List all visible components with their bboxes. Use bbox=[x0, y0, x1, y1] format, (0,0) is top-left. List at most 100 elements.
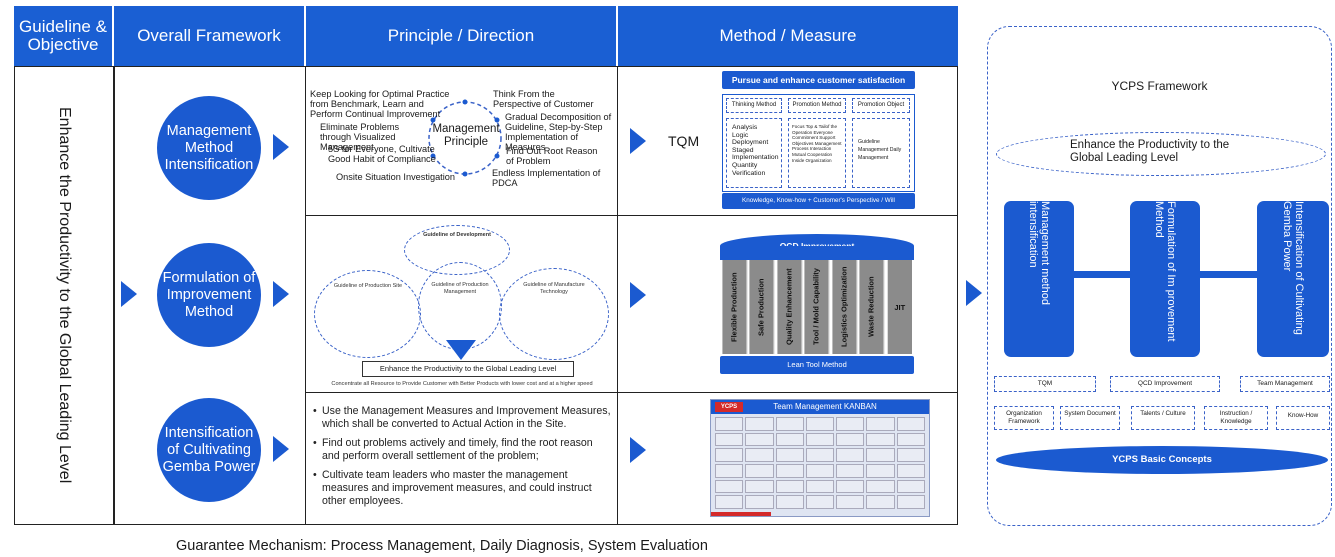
tqm-header-thinking: Thinking Method bbox=[726, 98, 782, 113]
kanban-cell bbox=[775, 464, 804, 478]
kanban-cell bbox=[805, 495, 835, 509]
resource-footer: Concentrate all Resource to Provide Cust… bbox=[331, 381, 593, 387]
principle-customer: Think From the Perspective of Customer bbox=[493, 89, 594, 109]
kanban-cell bbox=[715, 495, 744, 509]
principle-onsite: Onsite Situation Investigation bbox=[336, 172, 455, 182]
ycps-basic-item: System Document bbox=[1060, 406, 1120, 430]
kanban-cell bbox=[775, 432, 804, 447]
qcd-columns: Flexible Production Safe Production Qual… bbox=[722, 260, 912, 354]
kanban-cell bbox=[775, 448, 804, 462]
qcd-base: Lean Tool Method bbox=[720, 356, 914, 374]
bullet-text: Cultivate team leaders who master the ma… bbox=[322, 469, 592, 507]
kanban-title: Team Management KANBAN bbox=[773, 402, 877, 411]
kanban-cell bbox=[836, 495, 865, 509]
kanban-cell bbox=[836, 464, 865, 478]
ycps-pillar-3: Intensification of Cultivating Gemba Pow… bbox=[1257, 201, 1329, 357]
circle-improvement-method: Formulation of Improvement Method bbox=[157, 243, 261, 347]
tqm-col1-box bbox=[726, 118, 782, 188]
kanban-cell bbox=[805, 479, 835, 494]
ycps-goal: Enhance the Productivity to the Global L… bbox=[1070, 139, 1230, 164]
guideline-manufacture-label: Guideline of Manufacture Technology bbox=[523, 282, 585, 295]
kanban-cell bbox=[805, 432, 835, 447]
ycps-pillar-2: Formulation of Im provement Method bbox=[1130, 201, 1200, 357]
guideline-production-mgmt-label: Guideline of Production Management bbox=[431, 282, 489, 295]
qcd-column: Tool / Mold Capability bbox=[804, 260, 830, 354]
bullet-item: •Use the Management Measures and Improve… bbox=[313, 405, 611, 430]
kanban-cell bbox=[745, 464, 774, 478]
kanban-cell bbox=[866, 495, 895, 509]
arrow-right-icon bbox=[273, 134, 289, 160]
kanban-cell bbox=[896, 479, 925, 494]
tqm-header-promotion: Promotion Method bbox=[788, 98, 846, 113]
qcd-column: Logistics Optimization bbox=[831, 260, 858, 354]
kanban-cell bbox=[745, 432, 774, 447]
kanban-cell bbox=[715, 432, 744, 447]
tqm-label: TQM bbox=[668, 133, 700, 149]
header-principle: Principle / Direction bbox=[306, 6, 616, 66]
arrow-right-icon bbox=[273, 281, 289, 307]
gemba-bullets: •Use the Management Measures and Improve… bbox=[313, 405, 611, 508]
kanban-cell bbox=[745, 479, 774, 494]
principle-center: Management Principle bbox=[432, 123, 500, 148]
ycps-basic-item: Instruction / Knowledge bbox=[1204, 406, 1268, 430]
ycps-method-tqm: TQM bbox=[994, 376, 1096, 392]
qcd-column: Waste Reduction bbox=[859, 260, 885, 354]
kanban-cell bbox=[866, 432, 895, 447]
arrow-right-icon bbox=[630, 437, 646, 463]
ycps-basic-item: Know-How bbox=[1276, 406, 1330, 430]
kanban-grid bbox=[715, 417, 925, 509]
guideline-text: Enhance the Productivity to the Global L… bbox=[56, 107, 73, 484]
kanban-cell bbox=[715, 464, 744, 478]
kanban-cell bbox=[715, 448, 744, 462]
arrow-right-icon bbox=[121, 281, 137, 307]
kanban-cell bbox=[775, 479, 804, 494]
kanban-cell bbox=[896, 464, 925, 478]
header-guideline: Guideline & Objective bbox=[14, 6, 112, 66]
qcd-column: JIT bbox=[886, 260, 912, 354]
ycps-base: YCPS Basic Concepts bbox=[996, 446, 1328, 474]
circle-management-method: Management Method Intensification bbox=[157, 96, 261, 200]
kanban-cell bbox=[866, 464, 895, 478]
ycps-method-team: Team Management bbox=[1240, 376, 1330, 392]
tqm-col2-box bbox=[788, 118, 846, 188]
principle-visualized: Eliminate Problems through Visualized Ma… bbox=[320, 122, 400, 152]
header-method: Method / Measure bbox=[618, 6, 958, 66]
kanban-cell bbox=[896, 417, 925, 431]
kanban-cell bbox=[836, 417, 865, 431]
qcd-column: Safe Production bbox=[749, 260, 775, 354]
qcd-column: Quality Enhancement bbox=[776, 260, 803, 354]
principle-cell-3 bbox=[305, 392, 618, 525]
kanban-cell bbox=[866, 479, 895, 494]
arrow-down-icon bbox=[446, 340, 476, 360]
arrow-right-icon bbox=[630, 128, 646, 154]
tqm-col3-box bbox=[852, 118, 910, 188]
kanban-cell bbox=[775, 417, 804, 431]
arrow-right-icon bbox=[630, 282, 646, 308]
kanban-cell bbox=[775, 495, 804, 509]
guideline-manufacture-ellipse bbox=[499, 268, 609, 360]
kanban-cell bbox=[836, 432, 865, 447]
kanban-cell bbox=[836, 448, 865, 462]
tqm-top-bar: Pursue and enhance customer satisfaction bbox=[722, 71, 915, 89]
guarantee-footer: Guarantee Mechanism: Process Management,… bbox=[176, 538, 708, 554]
kanban-header bbox=[711, 400, 929, 414]
tqm-bottom-bar: Knowledge, Know-how + Customer's Perspec… bbox=[722, 193, 915, 209]
guideline-cell bbox=[14, 66, 114, 525]
guideline-production-site-label: Guideline of Production Site bbox=[333, 283, 403, 289]
qcd-roof bbox=[720, 246, 914, 260]
guideline-development-label: Guideline of Development bbox=[423, 232, 491, 238]
kanban-red-strip bbox=[711, 512, 771, 516]
kanban-cell bbox=[715, 479, 744, 494]
ycps-basic-item: Talents / Culture bbox=[1131, 406, 1195, 430]
tqm-col1-text: Analysis Logic Deployment Staged Impleme… bbox=[732, 124, 779, 177]
kanban-cell bbox=[896, 432, 925, 447]
ycps-title: YCPS Framework bbox=[1111, 79, 1208, 93]
header-framework: Overall Framework bbox=[114, 6, 304, 66]
kanban-logo: YCPS bbox=[715, 402, 743, 412]
bullet-text: Find out problems actively and timely, f… bbox=[322, 437, 593, 462]
principle-benchmark: Keep Looking for Optimal Practice from B… bbox=[310, 89, 450, 119]
bullet-item: •Find out problems actively and timely, … bbox=[313, 437, 611, 463]
kanban-cell bbox=[836, 479, 865, 494]
principle-root: Find Out Root Reason of Problem bbox=[506, 146, 598, 166]
guideline-text-wrap: Enhance the Productivity to the Global L… bbox=[14, 66, 114, 525]
